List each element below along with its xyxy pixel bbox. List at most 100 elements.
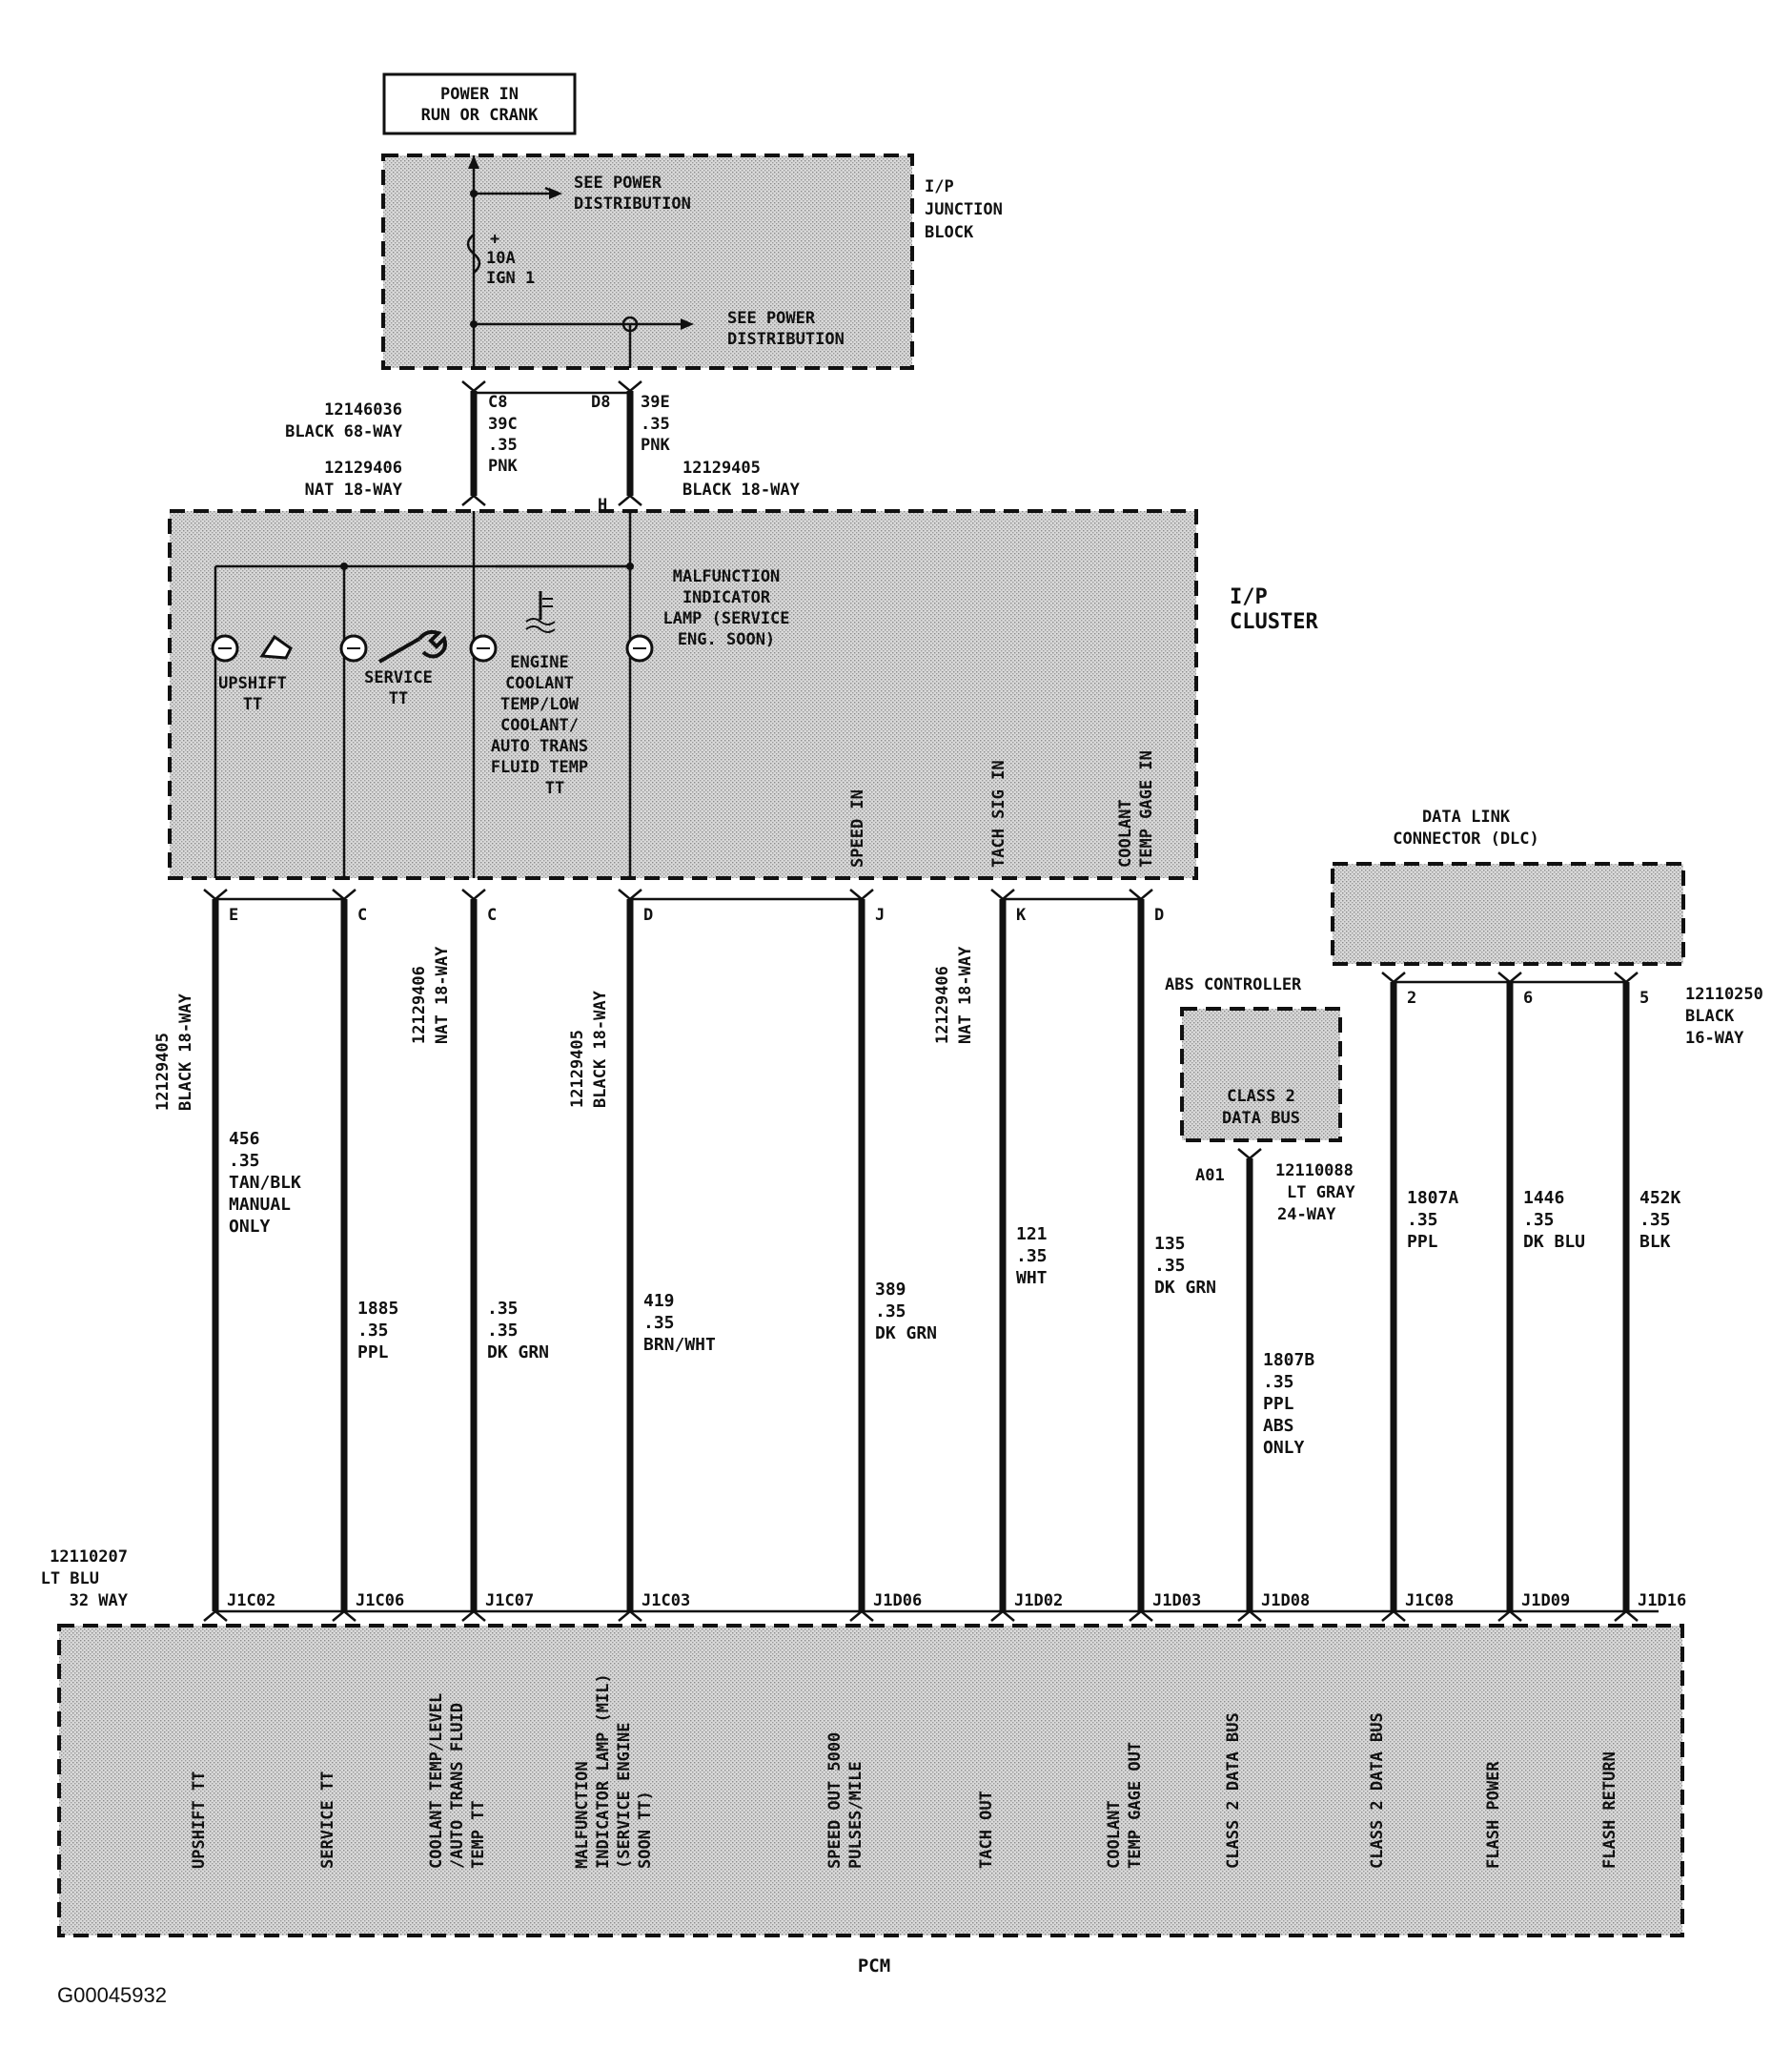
abs-conn-color: LT GRAY [1287,1183,1355,1202]
connector-terminal-bottom [203,1609,228,1622]
wire-spec-label: WHT [1016,1268,1048,1288]
top-pin-label: C [357,906,367,925]
wire-spec-label: 1446 [1523,1188,1564,1208]
pcm-pin-function-label: INDICATOR LAMP (MIL) [594,1673,613,1869]
coolant-label-2: TEMP/LOW [500,695,580,714]
wire-spec-label: 452K [1639,1188,1681,1208]
mil-label-1: INDICATOR [682,588,771,607]
mil-label-2: LAMP (SERVICE [662,609,789,628]
cluster-label1: I/P [1230,585,1268,609]
c2-part: 12129406 [410,966,429,1044]
wire-spec-label: 1885 [357,1299,398,1319]
wire-spec-label: .35 [357,1321,389,1341]
pcm-pin-function-label: SPEED OUT 5000 [825,1732,845,1869]
wire-spec-label: PPL [357,1342,389,1362]
junction-label2: JUNCTION [925,200,1003,219]
wire-spec-label: .35 [1639,1210,1671,1230]
wire-spec-label: .35 [1263,1372,1294,1392]
pcm-pin-function-label: CLASS 2 DATA BUS [1368,1712,1387,1869]
thermometer-icon [525,591,556,633]
dlc-conn-way: 16-WAY [1685,1029,1744,1048]
coolant-label-0: ENGINE [510,653,568,672]
conn1-part: 12146036 [324,400,402,420]
bottom-pin-label: J1C03 [641,1591,690,1610]
wire-spec-label: ABS [1263,1416,1294,1436]
conn1-desc: BLACK 68-WAY [285,422,403,441]
connector-terminal-bottom [1614,1609,1639,1622]
c3-desc: BLACK 18-WAY [591,990,610,1108]
bottom-pin-label: J1C07 [485,1591,534,1610]
connector-terminal-bottom [1237,1609,1262,1622]
bottom-pin-label: J1D06 [873,1591,922,1610]
c3-part: 12129405 [568,1030,587,1108]
mil-label-0: MALFUNCTION [673,567,781,586]
wire-spec-label: .35 [487,1299,519,1319]
c4-part: 12129406 [933,966,952,1044]
pcm-pin-function-label: COOLANT [1105,1800,1124,1869]
connector-terminal-top [990,889,1015,901]
wire-spec-label: .35 [1407,1210,1438,1230]
pcm-pin-function-label: /AUTO TRANS FLUID [448,1703,467,1869]
bottom-pin-label: J1D08 [1261,1591,1310,1610]
fuse-icon [466,234,481,274]
wire-spec-label: .35 [1154,1256,1186,1276]
connector-terminal-bottom [990,1609,1015,1622]
wire-a-1: .35 [488,436,518,455]
see-power-2a: SEE POWER [727,309,816,328]
connector-terminal-top [1497,972,1522,984]
bottom-pin-label: J1C06 [356,1591,404,1610]
wire-spec-label: 1807B [1263,1350,1314,1370]
see-power-1a: SEE POWER [574,174,662,193]
connector-terminal-top [1381,972,1406,984]
connector-terminal-top [1237,1148,1262,1160]
arrow-right-icon [681,318,694,330]
fuse-name: IGN 1 [486,269,535,288]
pcm-conn-part: 12110207 [50,1547,128,1567]
dlc-title2: CONNECTOR (DLC) [1393,829,1539,849]
abs-label2: DATA BUS [1222,1109,1300,1128]
power-in-line1: POWER IN [440,85,519,104]
wire-spec-label: 121 [1016,1224,1048,1244]
c2-desc: NAT 18-WAY [433,946,452,1044]
power-in-box: POWER IN RUN OR CRANK [382,72,577,135]
top-pin-label: D [1154,906,1164,925]
coolant-label-3: COOLANT/ [500,716,579,735]
dlc-title1: DATA LINK [1422,808,1511,827]
pin-c8: C8 [488,393,507,412]
dlc-conn-part: 12110250 [1685,985,1763,1004]
bottom-pin-label: J1D03 [1152,1591,1201,1610]
coolant-gage-label-0: COOLANT [1116,799,1135,868]
pcm-box: PCM [57,1624,1684,1976]
top-pin-label: J [875,906,885,925]
service-label-0: SERVICE [364,668,433,687]
wire-spec-label: MANUAL [229,1195,291,1215]
upshift-arrow-icon [259,634,293,660]
junction-block: + 10A IGN 1 SEE POWER DISTRIBUTION SEE P… [381,154,1003,370]
connector-terminal-top [849,889,874,901]
pin-h: H [598,496,607,515]
wire-spec-label: .35 [643,1313,675,1333]
bottom-pin-label: J1D09 [1521,1591,1570,1610]
upshift-label-1: TT [243,695,262,714]
pcm-pin-function-label: MALFUNCTION [573,1761,592,1869]
pcm-pin-function-label: FLASH RETURN [1600,1751,1619,1869]
c4-desc: NAT 18-WAY [956,946,975,1044]
connector-terminal-bottom [618,1609,642,1622]
abs-pin: A01 [1195,1166,1225,1185]
service-label-1: TT [389,689,408,708]
top-pin-label: 6 [1523,989,1533,1008]
connector-terminal-top [461,889,486,901]
pcm-pin-function-label: COOLANT TEMP/LEVEL [427,1693,446,1869]
pcm-conn-way: 32 WAY [70,1591,129,1610]
wire-spec-label: .35 [229,1151,260,1171]
wire-spec-label: TAN/BLK [229,1173,301,1193]
coolant-gage-label-1: TEMP GAGE IN [1137,750,1156,868]
pcm-pin-function-label: UPSHIFT TT [190,1772,209,1869]
mil-label-3: ENG. SOON) [678,630,775,649]
top-pin-label: C [487,906,497,925]
connector-terminal-top [618,889,642,901]
wire-b-2: PNK [641,436,670,455]
tach-in-label: TACH SIG IN [989,760,1008,868]
wire-spec-label: 419 [643,1291,675,1311]
pcm-pin-function-label: TEMP GAGE OUT [1126,1742,1145,1869]
